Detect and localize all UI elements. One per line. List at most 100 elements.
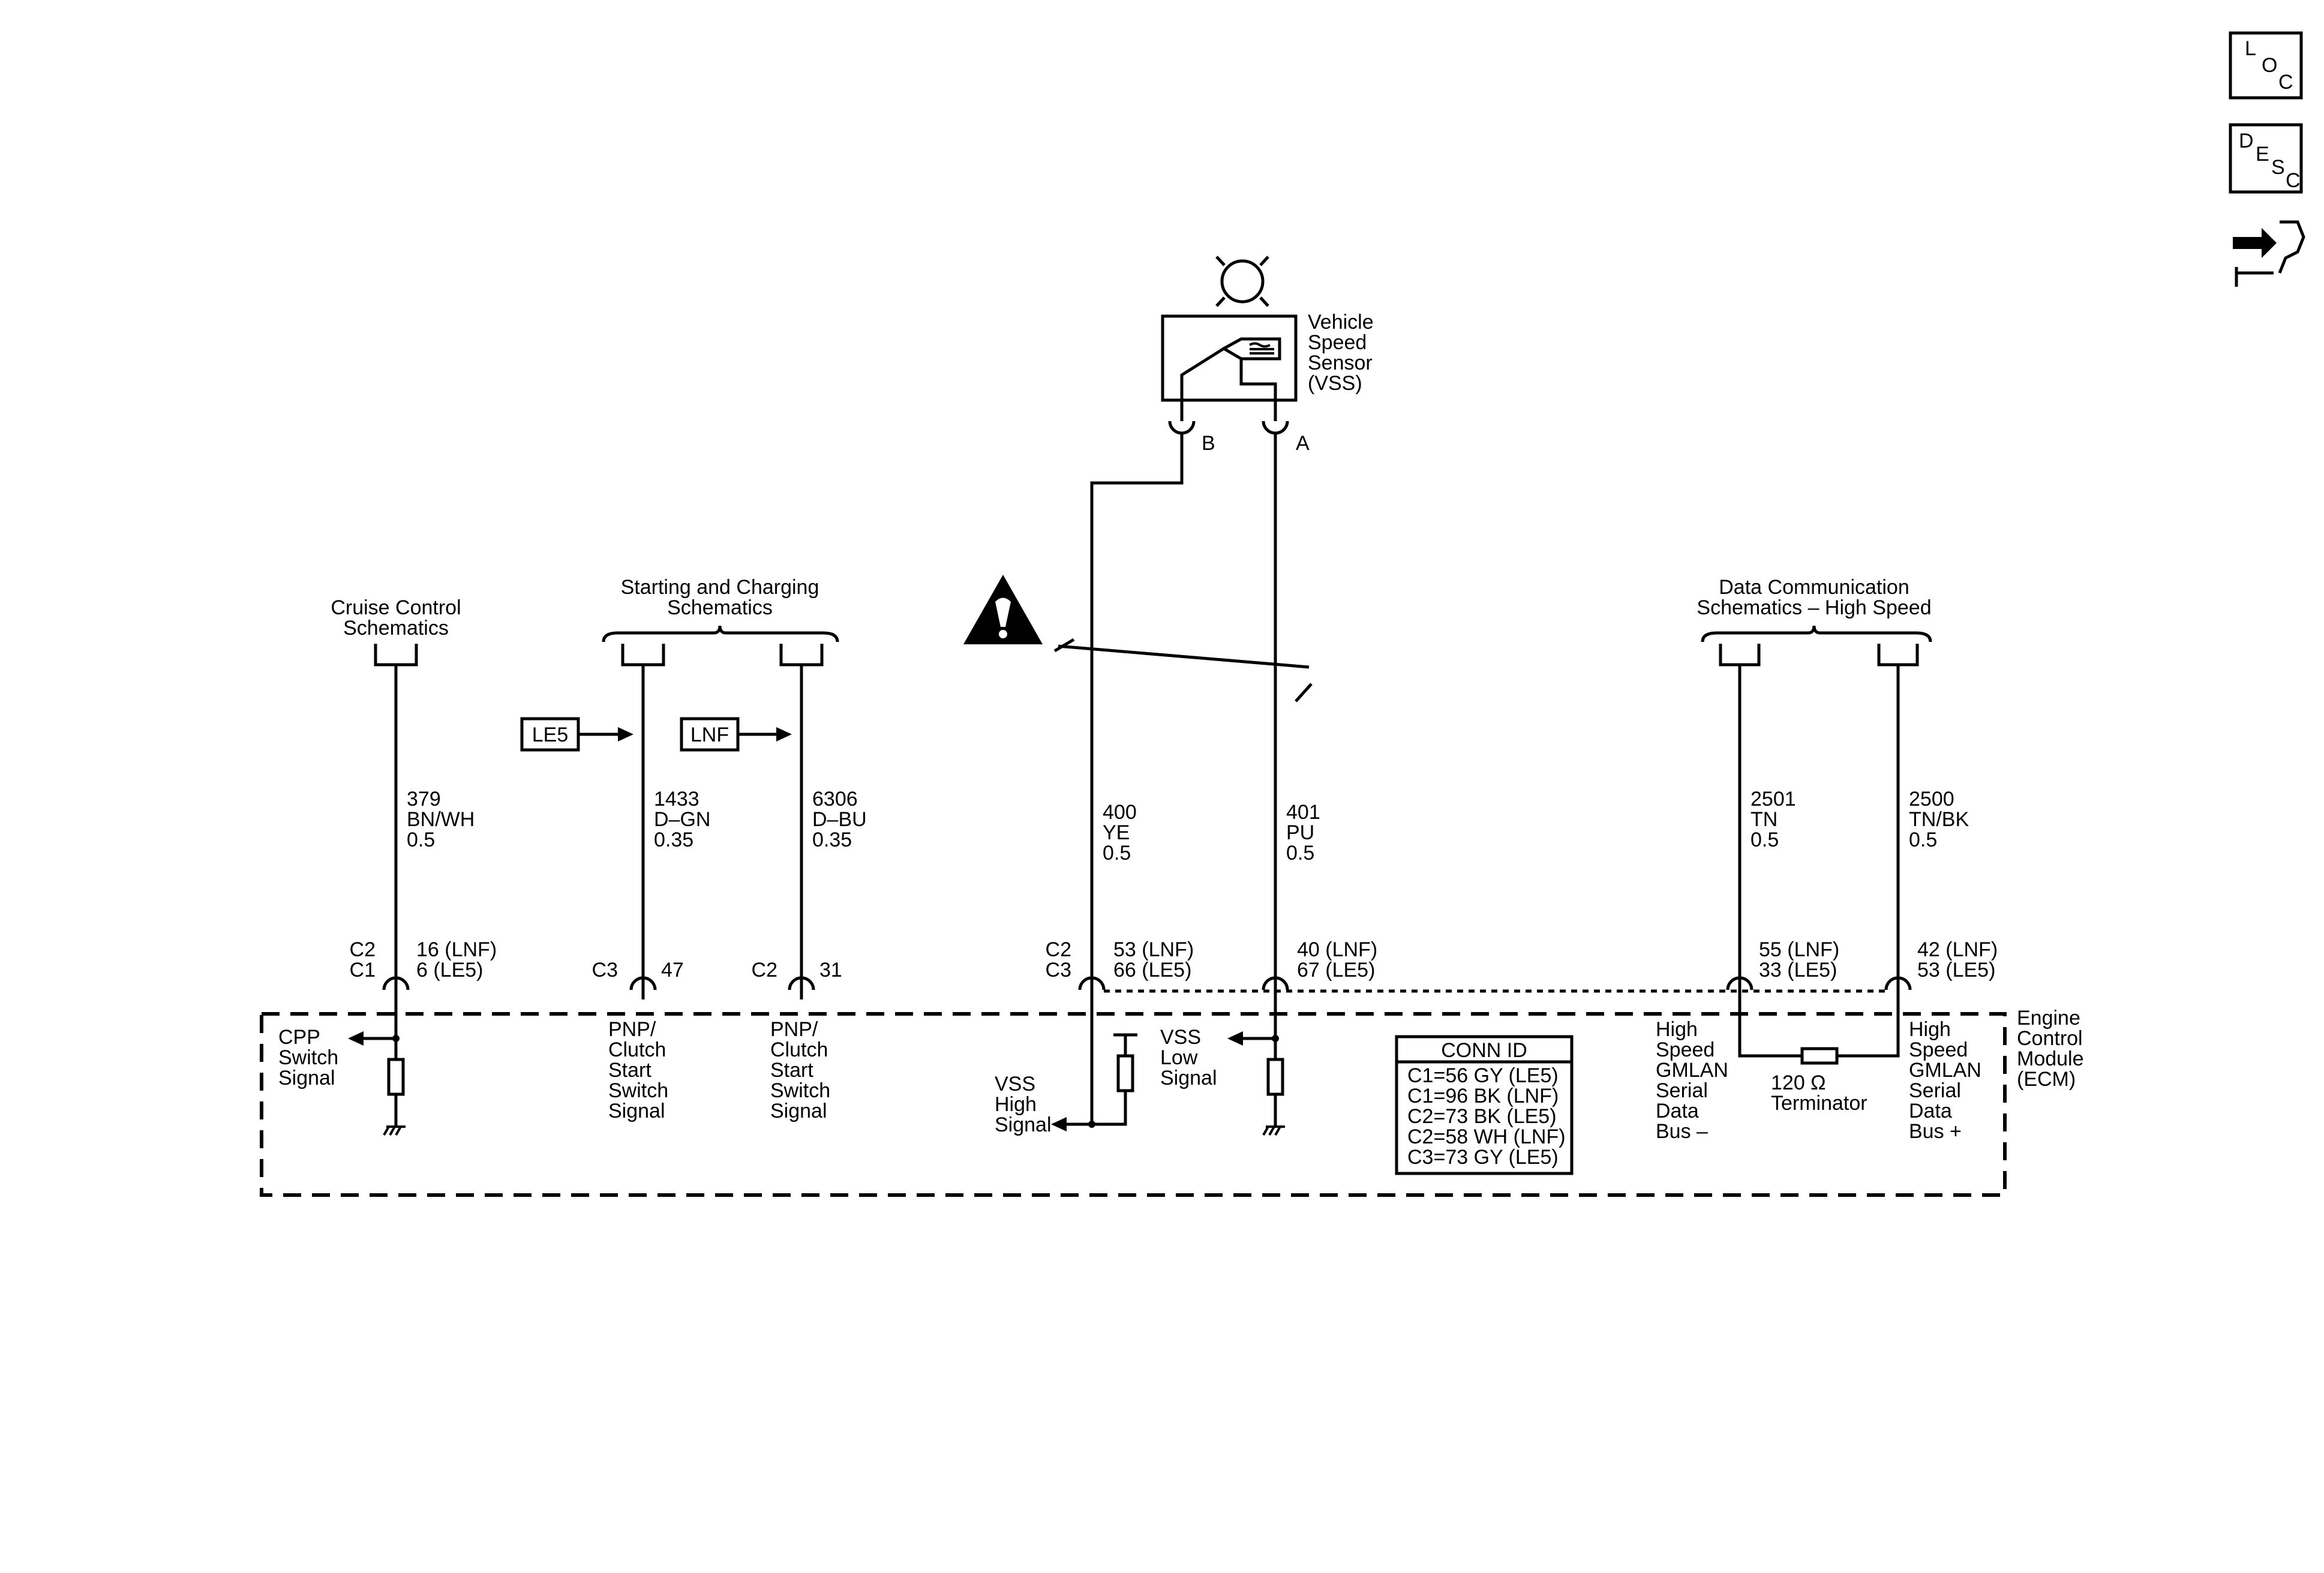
vss-sensor: Vehicle Speed Sensor (VSS) B A (1161, 256, 1374, 455)
starting-label-line-1: Starting and Charging (621, 576, 819, 599)
svg-text:0.5: 0.5 (1750, 828, 1779, 851)
svg-text:C3: C3 (1046, 959, 1071, 981)
wire-label-1433: 1433 D–GN 0.35 (654, 788, 710, 851)
svg-text:Engine: Engine (2017, 1007, 2080, 1029)
svg-text:Bus –: Bus – (1656, 1120, 1708, 1143)
svg-text:High: High (1656, 1018, 1698, 1041)
svg-text:47: 47 (661, 959, 684, 981)
option-tag-le5: LE5 (520, 717, 633, 752)
wire-label-379: 379 BN/WH 0.5 (407, 788, 475, 851)
desc-letter-1: D (2239, 130, 2254, 152)
cruise-control-destination[interactable]: Cruise Control Schematics (331, 596, 461, 667)
signal-arrow-icon (1227, 1031, 1243, 1046)
wire-label-2501: 2501 TN 0.5 (1750, 788, 1796, 851)
datacomm-label-line-2: Schematics – High Speed (1697, 596, 1931, 619)
pin-label-vss-low: 40 (LNF) 67 (LE5) (1297, 938, 1377, 981)
svg-text:(ECM): (ECM) (2017, 1068, 2076, 1091)
terminator-resistor (1800, 1047, 1839, 1065)
svg-text:Switch: Switch (278, 1046, 338, 1069)
desc-icon[interactable]: D E S C (2229, 123, 2303, 194)
svg-text:D–GN: D–GN (654, 808, 710, 831)
conn-id-row: C1=56 GY (LE5) (1407, 1064, 1559, 1087)
svg-text:401: 401 (1286, 801, 1320, 824)
loc-icon[interactable]: L O C (2229, 31, 2303, 100)
svg-text:PU: PU (1286, 821, 1314, 844)
wire-label-400: 400 YE 0.5 (1103, 801, 1137, 864)
svg-text:6306: 6306 (812, 788, 858, 810)
twisted-pair-symbol (1053, 638, 1313, 703)
pin-label-vss-high: C2 C3 53 (LNF) 66 (LE5) (1046, 938, 1194, 981)
conn-id-table: CONN ID C1=56 GY (LE5) C1=96 BK (LNF) C2… (1395, 1035, 1574, 1175)
loc-letter-2: O (2262, 54, 2277, 77)
svg-text:0.35: 0.35 (654, 828, 693, 851)
gmlan-terminator: 120 Ω Terminator (1738, 1014, 1900, 1115)
pull-down-resistor (387, 1058, 405, 1096)
svg-text:YE: YE (1103, 821, 1130, 844)
svg-text:0.35: 0.35 (812, 828, 852, 851)
svg-text:Signal: Signal (770, 1100, 827, 1122)
pnp-signal-1: PNP/ Clutch Start Switch Signal (608, 1018, 668, 1122)
signal-arrow-icon (1051, 1117, 1067, 1131)
svg-text:VSS: VSS (995, 1073, 1035, 1095)
conn-id-title: CONN ID (1441, 1039, 1527, 1062)
svg-text:Clutch: Clutch (770, 1038, 828, 1061)
svg-text:2501: 2501 (1750, 788, 1796, 810)
data-comm-destination[interactable]: Data Communication Schematics – High Spe… (1697, 576, 1932, 667)
svg-text:379: 379 (407, 788, 441, 810)
datacomm-bracket (1701, 625, 1932, 643)
option-tag-lnf: LNF (680, 717, 792, 752)
svg-text:33 (LE5): 33 (LE5) (1759, 959, 1837, 981)
signal-arrow-icon (348, 1031, 364, 1046)
svg-text:Serial: Serial (1909, 1079, 1961, 1102)
repair-connector-icon[interactable] (2233, 220, 2305, 287)
conn-id-row: C3=73 GY (LE5) (1407, 1146, 1559, 1169)
svg-text:Control: Control (2017, 1027, 2083, 1050)
warning-icon (963, 575, 1043, 644)
svg-text:Data: Data (1656, 1100, 1699, 1122)
bus-plus-label: High Speed GMLAN Serial Data Bus + (1909, 1018, 1981, 1143)
conn-id-row: C2=73 BK (LE5) (1407, 1105, 1557, 1128)
svg-text:0.5: 0.5 (1909, 828, 1937, 851)
svg-text:LE5: LE5 (532, 724, 569, 746)
vss-name-line-1: Vehicle (1308, 311, 1374, 334)
ecm-label: Engine Control Module (ECM) (2017, 1007, 2084, 1091)
starting-bracket (602, 625, 839, 643)
starting-charging-destination[interactable]: Starting and Charging Schematics (602, 576, 839, 667)
svg-text:PNP/: PNP/ (770, 1018, 818, 1041)
svg-text:0.5: 0.5 (407, 828, 435, 851)
loc-letter-3: C (2278, 71, 2293, 94)
svg-text:Speed: Speed (1909, 1038, 1968, 1061)
svg-text:1433: 1433 (654, 788, 699, 810)
svg-text:Module: Module (2017, 1047, 2084, 1070)
vss-pin-a: A (1296, 432, 1310, 455)
pin-label-bus-plus: 42 (LNF) 53 (LE5) (1917, 938, 1998, 981)
ground-icon (383, 1125, 406, 1136)
pull-down-resistor (1266, 1058, 1284, 1096)
svg-text:400: 400 (1103, 801, 1137, 824)
ecm-connectors (382, 976, 1912, 1014)
pin-label-pnp2: C2 31 (752, 959, 842, 981)
wire-label-401: 401 PU 0.5 (1286, 801, 1320, 864)
vss-high-circuit: VSS High Signal (995, 1014, 1137, 1136)
svg-text:C1: C1 (350, 959, 376, 981)
magnetic-pickup-icon (1220, 337, 1281, 361)
ground-icon (1262, 1125, 1285, 1136)
svg-text:C2: C2 (752, 959, 777, 981)
pin-label-cpp: C2 C1 16 (LNF) 6 (LE5) (350, 938, 497, 981)
svg-text:BN/WH: BN/WH (407, 808, 475, 831)
vss-low-circuit: VSS Low Signal (1160, 1014, 1285, 1136)
vss-name-line-2: Speed (1308, 331, 1367, 354)
cpp-circuit: CPP Switch Signal (278, 1014, 406, 1136)
pnp-signal-2: PNP/ Clutch Start Switch Signal (770, 1018, 830, 1122)
svg-text:120 Ω: 120 Ω (1771, 1071, 1826, 1094)
svg-text:Signal: Signal (995, 1113, 1052, 1136)
vss-housing (1161, 314, 1298, 402)
svg-text:Speed: Speed (1656, 1038, 1715, 1061)
svg-text:High: High (995, 1093, 1037, 1116)
cruise-label-line-2: Schematics (343, 617, 449, 640)
wire-label-2500: 2500 TN/BK 0.5 (1909, 788, 1969, 851)
svg-text:C3: C3 (592, 959, 618, 981)
pin-label-pnp1: C3 47 (592, 959, 684, 981)
datacomm-label-line-1: Data Communication (1719, 576, 1909, 599)
svg-text:6 (LE5): 6 (LE5) (416, 959, 484, 981)
